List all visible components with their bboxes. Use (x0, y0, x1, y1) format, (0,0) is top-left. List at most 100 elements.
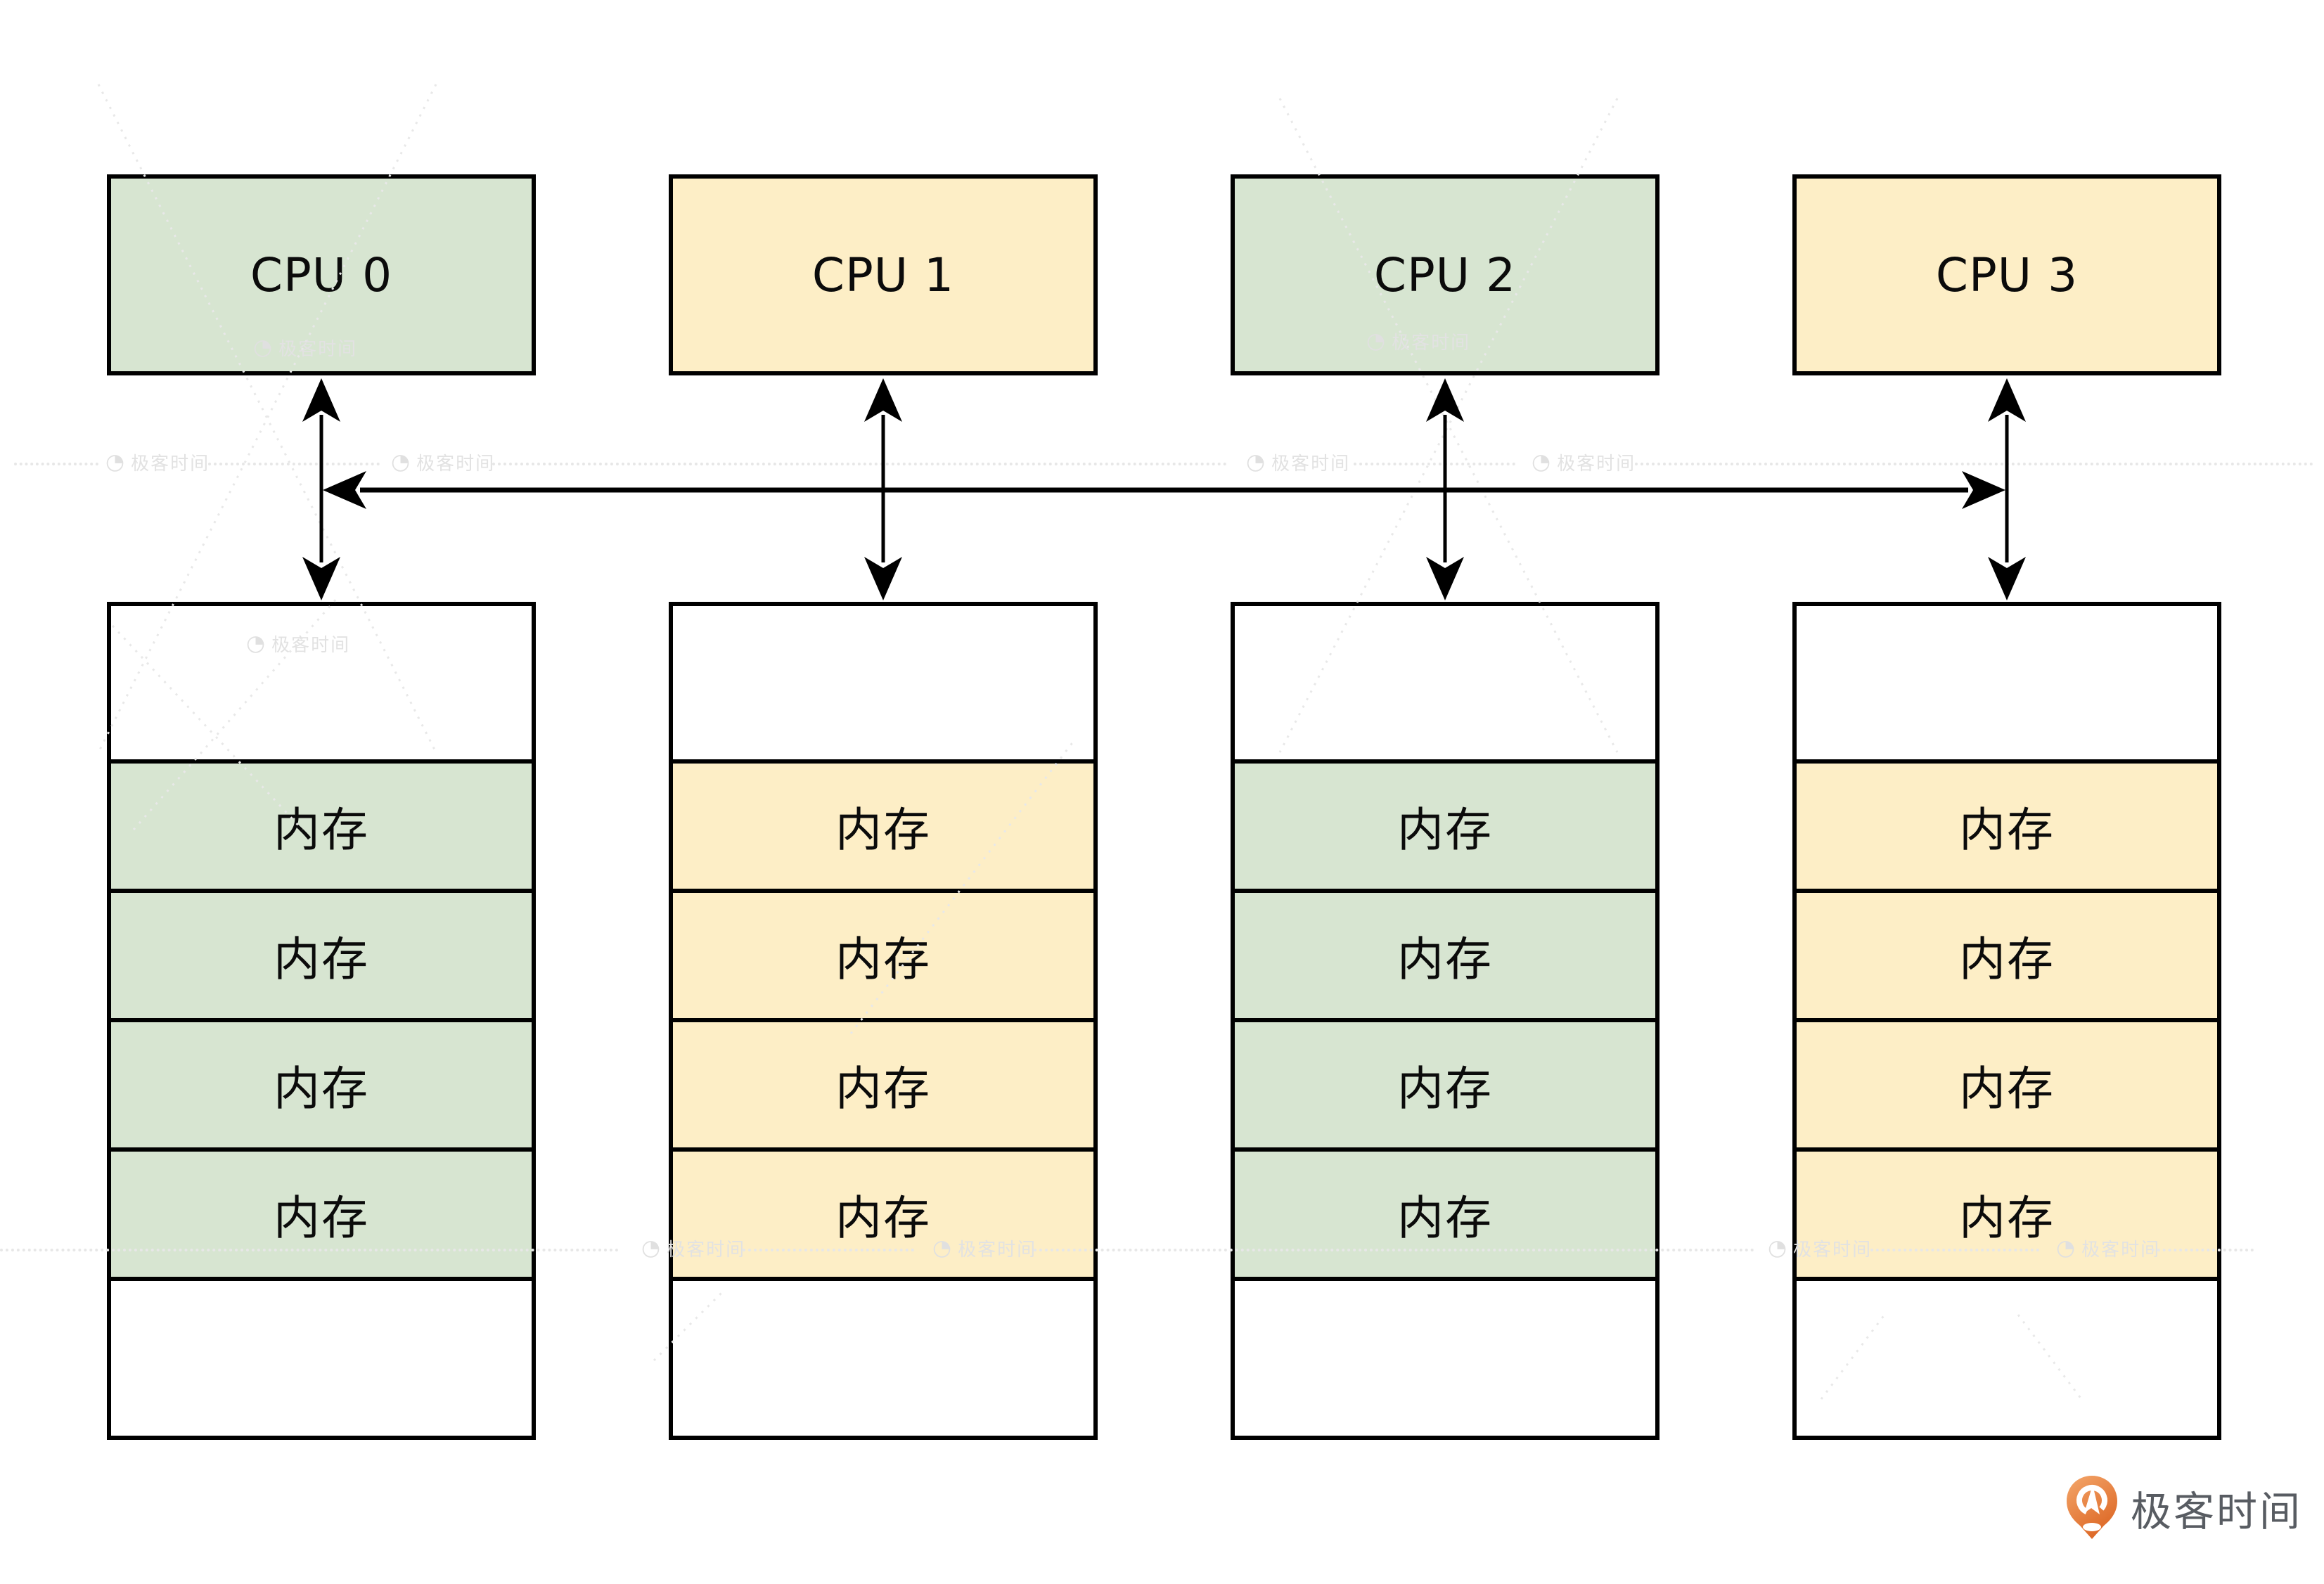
watermark-text: 极客时间 (667, 1239, 746, 1261)
memory-cell: 内存 (673, 759, 1093, 889)
watermark-dotted-line (1354, 463, 1515, 465)
watermark-dotted-line (2152, 1249, 2254, 1251)
arrowhead-up-3 (1988, 378, 2026, 422)
memory-empty-cell (673, 606, 1093, 759)
watermark-dotted-line (208, 463, 380, 465)
watermark-item: ◔极客时间 (253, 335, 357, 361)
watermark-item: ◔极客时间 (1366, 328, 1470, 354)
memory-cell-label: 内存 (1397, 803, 1493, 857)
memory-cell: 内存 (111, 1147, 532, 1277)
memory-empty-cell (1797, 1277, 2217, 1415)
watermark-dotted-line (0, 1249, 619, 1251)
arrowhead-up-0 (302, 378, 340, 422)
watermark-dotted-line (1635, 463, 2313, 465)
memory-cell-label: 内存 (1397, 1191, 1493, 1245)
memory-empty-cell (111, 1277, 532, 1415)
memory-cell-label: 内存 (1959, 932, 2055, 986)
geektime-logo-icon (2067, 1476, 2117, 1539)
memory-cell: 内存 (1235, 889, 1655, 1018)
memory-cell: 内存 (1235, 759, 1655, 889)
memory-stack-1: 内存内存内存内存 (669, 602, 1098, 1440)
watermark-pin-icon: ◔ (246, 631, 267, 656)
memory-cell-label: 内存 (835, 1062, 931, 1116)
memory-cell: 内存 (1235, 1147, 1655, 1277)
arrowhead-up-2 (1426, 378, 1464, 422)
watermark-item: ◔极客时间 (1246, 449, 1350, 475)
arrowhead-up-1 (864, 378, 902, 422)
geektime-brand-name: 极客时间 (2131, 1488, 2303, 1535)
watermark-pin-icon: ◔ (641, 1235, 662, 1261)
connector-arrows (302, 378, 2026, 600)
watermark-item: ◔极客时间 (641, 1235, 745, 1261)
memory-cell-label: 内存 (835, 932, 931, 986)
watermark-text: 极客时间 (1793, 1239, 1873, 1261)
memory-cell: 内存 (111, 1018, 532, 1147)
memory-cell-label: 内存 (835, 803, 931, 857)
bus-arrowhead-right (1962, 471, 2005, 509)
memory-stack-3: 内存内存内存内存 (1792, 602, 2221, 1440)
watermark-pin-icon: ◔ (1532, 449, 1553, 475)
watermark-text: 极客时间 (131, 453, 210, 475)
memory-empty-cell (111, 606, 532, 759)
watermark-text: 极客时间 (2081, 1239, 2161, 1261)
watermark-text: 极客时间 (1271, 453, 1351, 475)
arrowhead-down-1 (864, 557, 902, 600)
memory-cell-label: 内存 (274, 1062, 369, 1116)
memory-empty-cell (1797, 606, 2217, 759)
memory-cell: 内存 (673, 1147, 1093, 1277)
geektime-brand: 极客时间 (2065, 1474, 2302, 1543)
memory-cell-label: 内存 (1959, 1062, 2055, 1116)
watermark-text: 极客时间 (278, 339, 358, 360)
watermark-dotted-line (743, 1249, 914, 1251)
memory-cell: 内存 (673, 889, 1093, 1018)
watermark-dotted-line (1034, 1249, 1754, 1251)
watermark-pin-icon: ◔ (1366, 328, 1387, 354)
memory-cell: 内存 (111, 889, 532, 1018)
watermark-dotted-line (14, 463, 98, 465)
watermark-text: 极客时间 (271, 635, 351, 656)
watermark-item: ◔极客时间 (1768, 1235, 1872, 1261)
cpu-box-3: CPU 3 (1792, 174, 2221, 375)
watermark-item: ◔极客时间 (246, 631, 350, 657)
cpu-label: CPU 2 (1373, 247, 1517, 302)
memory-cell-label: 内存 (274, 803, 369, 857)
memory-cell: 内存 (1797, 1147, 2217, 1277)
bus-arrowhead-left (323, 471, 366, 509)
memory-cell-label: 内存 (1959, 1191, 2055, 1245)
watermark-pin-icon: ◔ (391, 449, 412, 475)
memory-cell: 内存 (111, 759, 532, 889)
memory-cell-label: 内存 (835, 1191, 931, 1245)
arrowhead-down-3 (1988, 557, 2026, 600)
watermark-pin-icon: ◔ (1768, 1235, 1789, 1261)
watermark-item: ◔极客时间 (1532, 449, 1636, 475)
watermark-item: ◔极客时间 (391, 449, 495, 475)
memory-cell: 内存 (1235, 1018, 1655, 1147)
watermark-text: 极客时间 (1392, 333, 1471, 354)
memory-cell-label: 内存 (274, 932, 369, 986)
cpu-label: CPU 3 (1935, 247, 2079, 302)
arrowhead-down-0 (302, 557, 340, 600)
watermark-text: 极客时间 (958, 1239, 1037, 1261)
watermark-pin-icon: ◔ (253, 335, 274, 360)
memory-cell: 内存 (1797, 1018, 2217, 1147)
cpu-box-1: CPU 1 (669, 174, 1098, 375)
memory-stack-2: 内存内存内存内存 (1231, 602, 1659, 1440)
memory-cell: 内存 (1797, 889, 2217, 1018)
watermark-text: 极客时间 (1557, 453, 1636, 475)
watermark-pin-icon: ◔ (2056, 1235, 2077, 1261)
arrowhead-down-2 (1426, 557, 1464, 600)
cpu-label: CPU 1 (811, 247, 955, 302)
memory-cell-label: 内存 (274, 1191, 369, 1245)
memory-cell-label: 内存 (1397, 1062, 1493, 1116)
watermark-text: 极客时间 (416, 453, 496, 475)
memory-empty-cell (1235, 1277, 1655, 1415)
memory-cell-label: 内存 (1397, 932, 1493, 986)
watermark-pin-icon: ◔ (932, 1235, 954, 1261)
cpu-label: CPU 0 (250, 247, 393, 302)
memory-cell: 内存 (673, 1018, 1093, 1147)
watermark-pin-icon: ◔ (1246, 449, 1267, 475)
watermark-dotted-line (492, 463, 1227, 465)
watermark-item: ◔极客时间 (105, 449, 210, 475)
memory-empty-cell (1235, 606, 1655, 759)
